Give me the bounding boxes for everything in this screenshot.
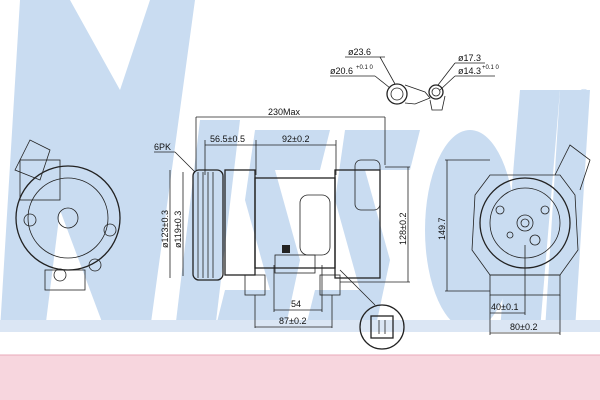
label-square bbox=[282, 245, 290, 253]
front-view-compressor bbox=[14, 139, 121, 291]
dim-rear-mount-outer: 80±0.2 bbox=[510, 322, 537, 332]
dim-port-outer-right: ø17.3 bbox=[458, 53, 481, 63]
dim-rear-mount-inner: 40±0.1 bbox=[491, 302, 518, 312]
bottom-band bbox=[0, 355, 600, 400]
dim-port-inner-right-tolerance: +0.1 0 bbox=[482, 65, 500, 71]
side-view-compressor bbox=[192, 159, 381, 296]
port-detail bbox=[330, 56, 495, 111]
dim-mount-spacing: 92±0.2 bbox=[282, 134, 309, 144]
watermark-bar bbox=[0, 320, 600, 332]
dim-pulley-inner: ø119±0.3 bbox=[173, 211, 183, 248]
dim-port-outer-left: ø23.6 bbox=[348, 47, 371, 57]
connector-detail bbox=[339, 269, 405, 350]
dim-port-inner-left-tolerance: +0.1 0 bbox=[356, 65, 374, 71]
dim-bottom-mount-outer: 87±0.2 bbox=[279, 316, 306, 326]
dim-pulley-outer: ø123±0.3 bbox=[160, 210, 170, 248]
dim-total-height: 149.7 bbox=[437, 217, 447, 240]
dim-body-height: 128±0.2 bbox=[398, 213, 408, 245]
dim-port-inner-right: ø14.3 bbox=[458, 66, 481, 76]
dim-belt-type: 6PK bbox=[154, 142, 171, 152]
dim-pulley-offset: 56.5±0.5 bbox=[210, 134, 245, 144]
dim-bottom-mount-inner: 54 bbox=[291, 299, 301, 309]
dim-overall-length: 230Max bbox=[268, 107, 301, 117]
registered-mark: ® bbox=[578, 87, 590, 104]
nissens-watermark: ® bbox=[0, 0, 590, 330]
dim-port-inner-left: ø20.6 bbox=[330, 66, 353, 76]
